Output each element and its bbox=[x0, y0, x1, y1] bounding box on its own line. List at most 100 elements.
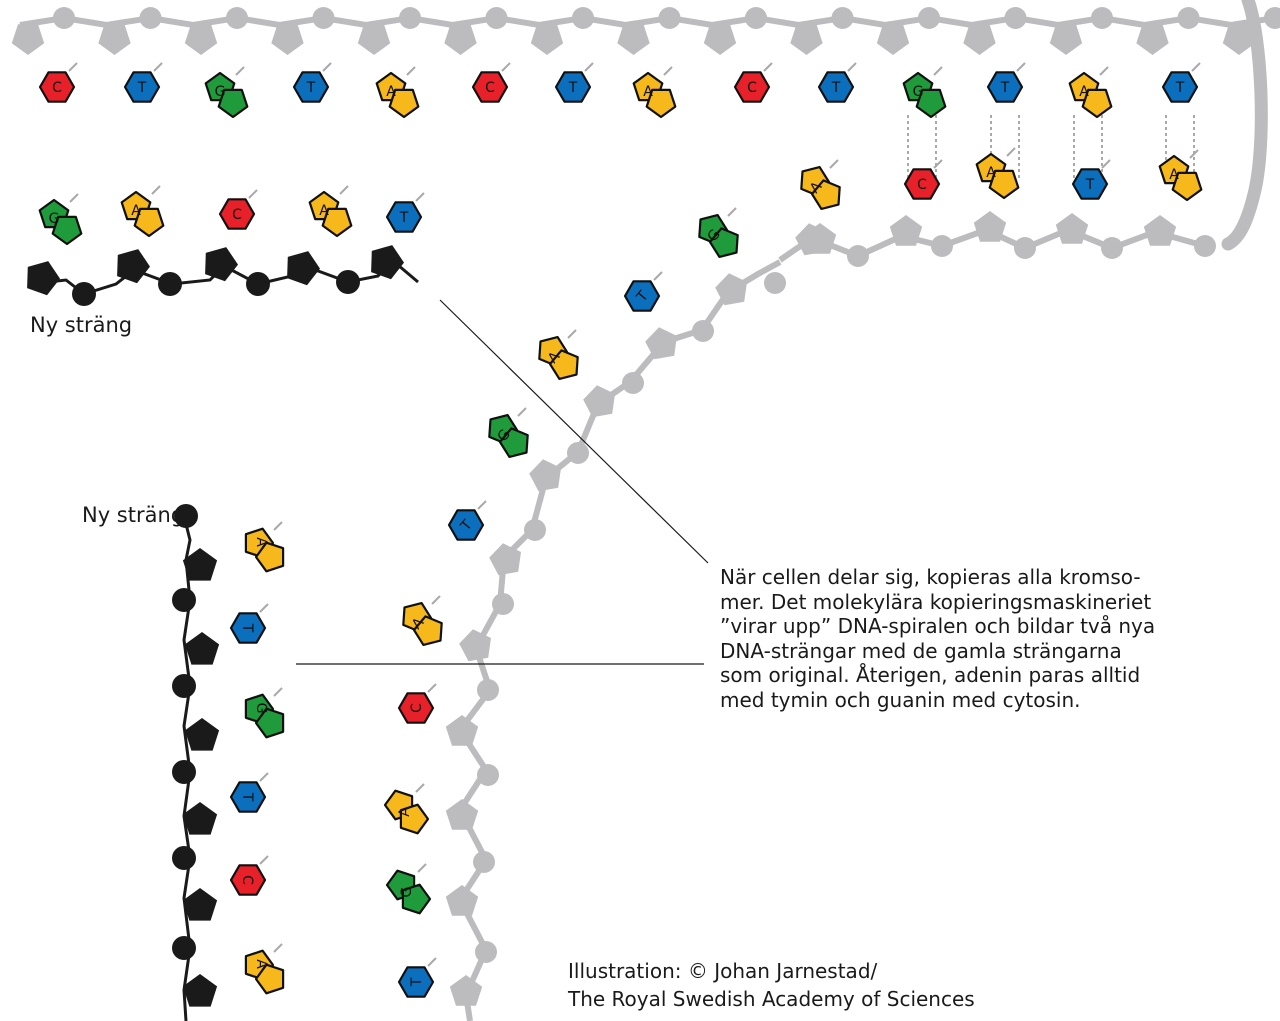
phosphate bbox=[524, 519, 546, 541]
base-letter: A bbox=[986, 165, 996, 181]
phosphate bbox=[226, 7, 248, 29]
sugar bbox=[795, 223, 827, 256]
illustration-credit: Illustration: © Johan Jarnestad/ The Roy… bbox=[568, 957, 1008, 1013]
phosphate bbox=[174, 504, 198, 528]
base-letter: T bbox=[239, 792, 255, 802]
base-c: C bbox=[38, 62, 78, 103]
base-t: T bbox=[1161, 62, 1201, 103]
phosphate bbox=[312, 7, 335, 29]
sugar bbox=[445, 799, 479, 830]
base-c: C bbox=[218, 189, 258, 230]
base-a: A bbox=[120, 185, 165, 238]
base-letter: G bbox=[253, 703, 269, 714]
sugar bbox=[1049, 24, 1083, 55]
sugar bbox=[529, 459, 561, 492]
base-letter: C bbox=[747, 80, 757, 96]
phosphate bbox=[473, 851, 495, 873]
phosphate bbox=[831, 7, 854, 29]
base-c: C bbox=[471, 62, 511, 103]
base-a: A bbox=[375, 66, 420, 119]
sugar bbox=[287, 251, 320, 286]
phosphate bbox=[172, 760, 196, 784]
sugar bbox=[889, 215, 923, 246]
new-strand-label-left: Ny sträng bbox=[82, 503, 185, 527]
phosphate bbox=[1014, 237, 1036, 259]
base-t: T bbox=[554, 62, 594, 103]
base-t: T bbox=[1071, 159, 1111, 200]
sugar bbox=[1222, 24, 1256, 55]
phosphate bbox=[246, 272, 270, 296]
base-letter: T bbox=[306, 80, 316, 96]
sugar bbox=[184, 718, 220, 751]
base-letter: C bbox=[232, 207, 242, 223]
base-t: T bbox=[623, 271, 663, 312]
base-letter: A bbox=[319, 203, 329, 219]
caption-line: som original. Återigen, adenin paras all… bbox=[720, 663, 1141, 687]
phosphate bbox=[172, 588, 196, 612]
base-c: C bbox=[397, 683, 437, 724]
base-g: G bbox=[204, 66, 249, 119]
base-a: A bbox=[632, 66, 677, 119]
base-g: G bbox=[698, 207, 739, 258]
phosphate bbox=[477, 764, 499, 786]
sugar bbox=[182, 548, 218, 581]
phosphate bbox=[1264, 7, 1280, 29]
new-strand-left bbox=[172, 504, 220, 1021]
new-strand-top bbox=[27, 245, 419, 306]
base-a: A bbox=[800, 159, 841, 210]
base-letter: A bbox=[643, 84, 653, 100]
base-letter: G bbox=[913, 84, 924, 100]
caption-line: DNA-strängar med de gamla strängarna bbox=[720, 638, 1122, 663]
template-strand-vertical bbox=[445, 647, 499, 1021]
phosphate bbox=[399, 7, 421, 29]
base-letter: T bbox=[239, 623, 255, 633]
phosphate bbox=[1004, 7, 1027, 29]
base-letter: T bbox=[1175, 80, 1185, 96]
caption-line: med tymin och guanin med cytosin. bbox=[720, 687, 1081, 712]
base-t: T bbox=[385, 192, 425, 233]
sugar bbox=[444, 24, 477, 55]
base-letter: C bbox=[409, 703, 425, 713]
phosphate bbox=[572, 7, 594, 29]
sugar bbox=[182, 888, 218, 921]
phosphate bbox=[139, 7, 162, 29]
phosphate bbox=[692, 320, 714, 342]
caption-line: mer. Det molekylära kopieringsmaskinerie… bbox=[720, 589, 1152, 614]
phosphate bbox=[1101, 237, 1123, 259]
base-t: T bbox=[817, 62, 857, 103]
phosphate bbox=[477, 679, 499, 701]
base-t: T bbox=[292, 62, 332, 103]
caption-line: ”virar upp” DNA-spiralen och bildar två … bbox=[720, 614, 1156, 638]
phosphate bbox=[658, 7, 681, 29]
base-letter: T bbox=[568, 80, 578, 96]
phosphate bbox=[1194, 235, 1216, 257]
base-a: A bbox=[402, 595, 443, 647]
phosphate bbox=[1091, 7, 1113, 29]
base-letter: T bbox=[1000, 80, 1010, 96]
phosphate bbox=[1177, 7, 1200, 29]
sugar bbox=[445, 885, 479, 916]
sugar bbox=[973, 211, 1007, 242]
sugar bbox=[445, 715, 479, 746]
sugar bbox=[271, 24, 304, 55]
sugar bbox=[530, 24, 564, 55]
base-letter: C bbox=[239, 875, 255, 885]
credit-line-2: The Royal Swedish Academy of Sciences bbox=[568, 987, 975, 1011]
sugar bbox=[1055, 213, 1089, 244]
pointer-line-diagonal bbox=[439, 299, 709, 564]
base-a: A bbox=[244, 521, 285, 573]
base-letter: T bbox=[137, 80, 147, 96]
base-c: C bbox=[903, 159, 943, 200]
phosphate bbox=[764, 272, 786, 294]
base-t: T bbox=[229, 603, 269, 644]
base-t: T bbox=[229, 772, 269, 813]
phosphate bbox=[931, 235, 953, 257]
base-t: T bbox=[123, 62, 163, 103]
base-a: A bbox=[1158, 149, 1203, 202]
phosphate bbox=[172, 936, 196, 960]
phosphate bbox=[172, 674, 196, 698]
phosphate bbox=[492, 593, 514, 615]
base-a: A bbox=[244, 943, 285, 995]
base-letter: T bbox=[1085, 177, 1095, 193]
sugar bbox=[715, 273, 747, 306]
